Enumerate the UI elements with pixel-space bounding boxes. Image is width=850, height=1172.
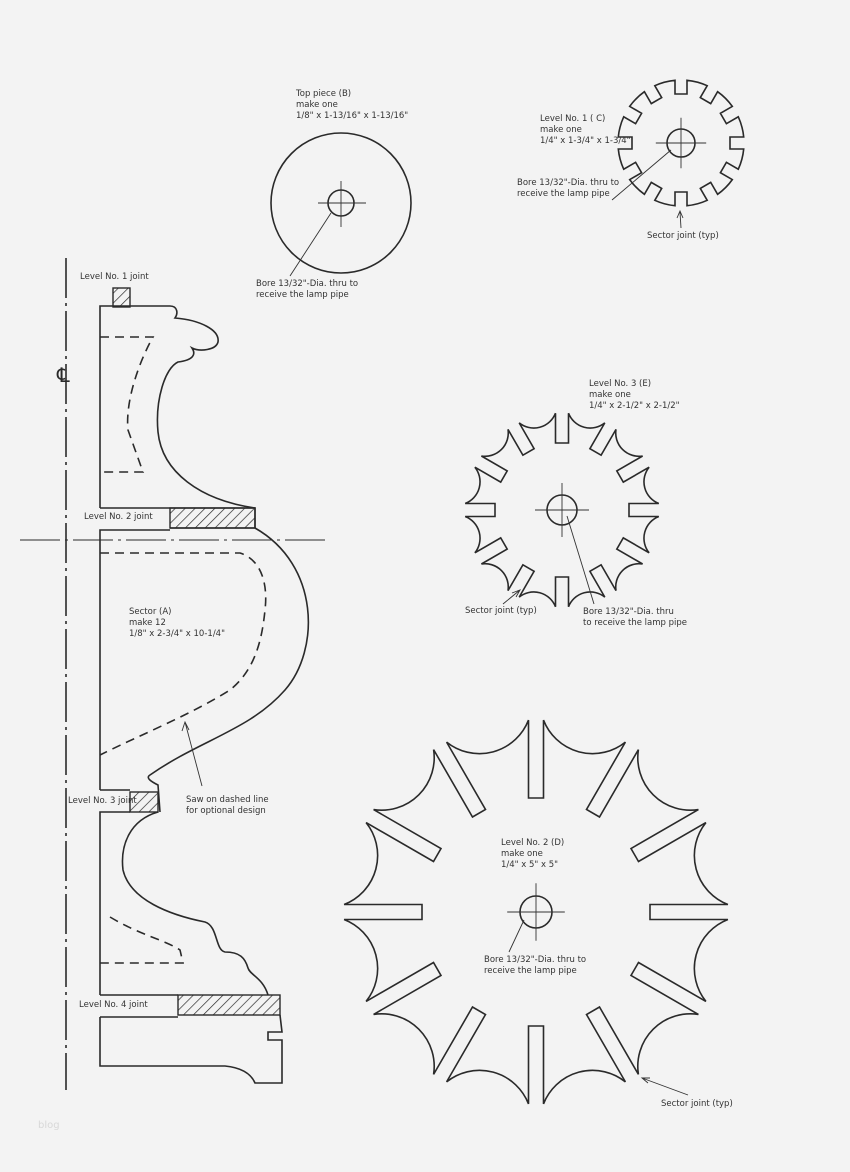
arrow-icon <box>181 720 203 787</box>
label-line: Bore 13/32"-Dia. thru <box>583 607 674 617</box>
label-line: Saw on dashed line <box>186 795 269 805</box>
label-line: receive the lamp pipe <box>517 189 610 199</box>
top-piece-label: Top piece (B) make one 1/8" x 1-13/16" x… <box>296 89 408 122</box>
label-line: Bore 13/32"-Dia. thru to <box>256 279 359 289</box>
label-line: Bore 13/32"-Dia. thru to <box>484 955 587 965</box>
label-line: make one <box>540 125 582 135</box>
level3-bore-note: Bore 13/32"-Dia. thru to receive the lam… <box>583 607 687 629</box>
label-line: make one <box>589 390 631 400</box>
sector-profile <box>20 258 330 1090</box>
level2-joint-note: Sector joint (typ) <box>661 1099 733 1109</box>
label-line: Bore 13/32"-Dia. thru to <box>517 178 620 188</box>
arrow-icon <box>676 209 684 229</box>
leader-line <box>566 515 595 605</box>
arrow-icon <box>640 1077 689 1096</box>
level2-disc-outline <box>343 719 729 1105</box>
joint1-label: Level No. 1 joint <box>80 272 149 282</box>
level2-bore-note: Bore 13/32"-Dia. thru to receive the lam… <box>484 955 586 977</box>
sector-label: Sector (A) make 12 1/8" x 2-3/4" x 10-1/… <box>129 607 225 640</box>
label-line: 1/8" x 2-3/4" x 10-1/4" <box>129 629 225 639</box>
leader-line <box>611 149 672 201</box>
level3-joint-note: Sector joint (typ) <box>465 606 537 616</box>
label-line: 1/4" x 5" x 5" <box>501 860 559 870</box>
label-line: Level No. 3 (E) <box>589 379 652 389</box>
leader-line <box>289 212 332 277</box>
watermark: blog <box>38 1120 60 1131</box>
label-line: make 12 <box>129 618 166 628</box>
top-piece-disc <box>270 132 412 277</box>
label-line: receive the lamp pipe <box>484 966 577 976</box>
level1-bore-note: Bore 13/32"-Dia. thru to receive the lam… <box>517 178 619 200</box>
level1-disc <box>617 79 745 207</box>
level1-label: Level No. 1 ( C) make one 1/4" x 1-3/4" … <box>540 114 631 147</box>
arrow-icon <box>502 589 522 605</box>
joint4-label: Level No. 4 joint <box>79 1000 148 1010</box>
label-line: to receive the lamp pipe <box>583 618 687 628</box>
level3-disc-outline <box>464 412 660 608</box>
label-line: for optional design <box>186 806 266 816</box>
level1-disc-outline <box>617 79 745 207</box>
leader-line <box>508 919 525 953</box>
joint2-label: Level No. 2 joint <box>84 512 153 522</box>
label-line: Sector (A) <box>129 607 172 617</box>
level3-disc <box>464 412 660 608</box>
centerline-symbol: ℄ <box>57 363 70 387</box>
label-line: 1/8" x 1-13/16" x 1-13/16" <box>296 111 409 121</box>
label-line: Level No. 1 ( C) <box>540 114 606 124</box>
label-line: 1/4" x 1-3/4" x 1-3/4" <box>540 136 631 146</box>
level2-label: Level No. 2 (D) make one 1/4" x 5" x 5" <box>501 838 564 871</box>
level2-disc <box>343 719 729 1105</box>
label-line: Top piece (B) <box>296 89 352 99</box>
level1-joint-note: Sector joint (typ) <box>647 231 719 241</box>
label-line: make one <box>501 849 543 859</box>
top-piece-bore-note: Bore 13/32"-Dia. thru to receive the lam… <box>256 279 358 301</box>
label-line: 1/4" x 2-1/2" x 2-1/2" <box>589 401 680 411</box>
label-line: make one <box>296 100 338 110</box>
label-line: receive the lamp pipe <box>256 290 349 300</box>
joint3-label: Level No. 3 joint <box>68 796 137 806</box>
label-line: Level No. 2 (D) <box>501 838 565 848</box>
level3-label: Level No. 3 (E) make one 1/4" x 2-1/2" x… <box>589 379 680 412</box>
saw-note: Saw on dashed line for optional design <box>186 795 269 817</box>
